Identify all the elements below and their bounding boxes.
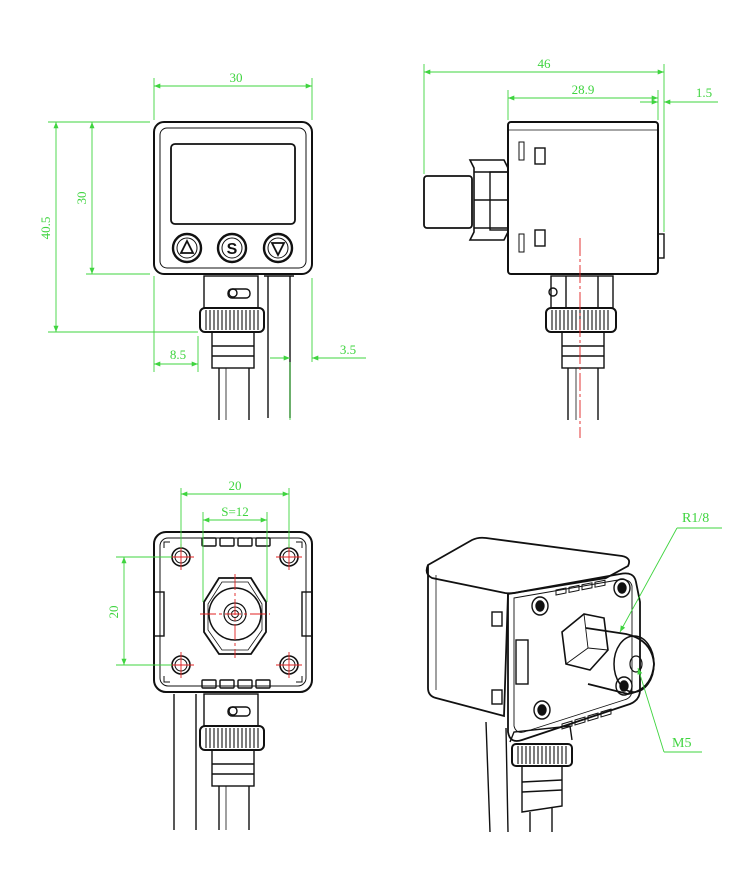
back-side-tab-right: [301, 591, 313, 637]
front-view: S: [153, 121, 313, 420]
back-vent-slots-bottom: [201, 679, 271, 689]
cable: [218, 368, 250, 420]
dim-inner-height-30: 30: [74, 192, 89, 205]
back-side-cable: [173, 694, 197, 830]
iso-left-face: [427, 565, 509, 718]
select-button-label: S: [227, 241, 238, 258]
vent-slot: [201, 679, 217, 689]
side-slot-bottom: [534, 229, 546, 247]
side-cap: [657, 233, 665, 259]
front-dimension-labels: 30 30 40.5 8.5 3.5: [38, 70, 356, 362]
iso-vent-slot: [574, 716, 586, 726]
side-dimension-labels: 46 28.9 1.5: [538, 56, 713, 100]
iso-nozzle-face: [613, 635, 655, 693]
corner-mark: [163, 541, 170, 548]
iso-vent-slot: [594, 579, 606, 588]
iso-top-face: [425, 536, 631, 595]
vent-slot: [237, 679, 253, 689]
front-housing: [153, 121, 313, 275]
back-centerlines: [200, 574, 270, 658]
latch-pin: [228, 288, 238, 298]
iso-side-cable: [485, 721, 509, 833]
select-button: S: [216, 232, 248, 264]
corner-mark: [296, 676, 303, 683]
back-hex-nut: [203, 577, 267, 655]
iso-m5-port: [629, 655, 643, 673]
iso-mounting-holes: [531, 578, 633, 720]
fitting-nozzle: [423, 175, 473, 229]
back-housing: [153, 531, 313, 693]
corner-mark: [163, 676, 170, 683]
connector-latch: [227, 288, 251, 299]
vent-slot: [201, 537, 217, 547]
iso-callout-labels: R1/8 M5: [672, 511, 709, 751]
dim-hole-spacing-20: 20: [229, 478, 242, 493]
dim-offset-8-5: 8.5: [170, 347, 186, 362]
vent-slot: [219, 679, 235, 689]
dim-cap-1-5: 1.5: [696, 85, 712, 100]
vent-slot: [237, 537, 253, 547]
dim-width-30: 30: [230, 70, 243, 85]
hex-fitting: [468, 159, 509, 241]
side-view: [423, 121, 665, 420]
down-button: [262, 232, 294, 264]
back-vent-slots-top: [201, 537, 271, 547]
corner-mark: [296, 541, 303, 548]
back-dimension-labels: 20 S=12 20: [106, 478, 249, 619]
back-cable-gland: [211, 749, 255, 787]
down-arrow-icon: [270, 242, 286, 258]
back-dimensions: [116, 488, 290, 666]
iso-knurled-nut: [511, 743, 573, 767]
vent-slot: [219, 537, 235, 547]
side-cable-gland: [561, 331, 605, 369]
dim-body-28-9: 28.9: [572, 82, 595, 97]
iso-vent-slot: [581, 582, 593, 591]
up-arrow-icon: [179, 238, 195, 254]
side-slot-top: [534, 147, 546, 165]
lcd-display: [170, 143, 296, 225]
iso-cable-gland: [521, 766, 563, 813]
vent-slot: [255, 537, 271, 547]
iso-cable: [529, 808, 553, 832]
isometric-view: [425, 536, 655, 833]
iso-left-slot-bottom: [491, 689, 503, 705]
callout-r1-8: R1/8: [682, 511, 709, 526]
iso-plate-face: [507, 572, 641, 742]
iso-callouts: [619, 527, 722, 753]
front-bezel: [159, 127, 307, 269]
side-connector: [550, 275, 614, 309]
back-cable: [218, 786, 250, 830]
side-view-cable: [567, 368, 599, 420]
back-side-tab-left: [153, 591, 165, 637]
iso-vent-slot: [568, 584, 580, 594]
side-housing: [507, 121, 659, 275]
cable-gland: [211, 331, 255, 369]
dim-hex-s12: S=12: [221, 504, 249, 519]
front-dimensions: [48, 78, 366, 420]
iso-vent-slot: [600, 708, 612, 718]
iso-vent-slot: [555, 587, 567, 596]
up-button: [171, 232, 203, 264]
mounting-holes: [168, 544, 302, 678]
dim-vertical-20: 20: [106, 606, 121, 619]
side-cable: [267, 276, 291, 418]
iso-vent-slot: [587, 712, 599, 722]
callout-m5: M5: [672, 736, 691, 751]
corner-marks: [163, 541, 303, 683]
dim-total-height-40-5: 40.5: [38, 217, 53, 240]
port-base: [489, 171, 509, 231]
side-dimensions: [423, 64, 718, 232]
dim-length-46: 46: [538, 56, 552, 71]
dim-gap-3-5: 3.5: [340, 342, 356, 357]
iso-plate-tab: [515, 639, 529, 685]
vent-slot: [255, 679, 271, 689]
back-view: [153, 531, 313, 830]
iso-left-slot-top: [491, 611, 503, 627]
